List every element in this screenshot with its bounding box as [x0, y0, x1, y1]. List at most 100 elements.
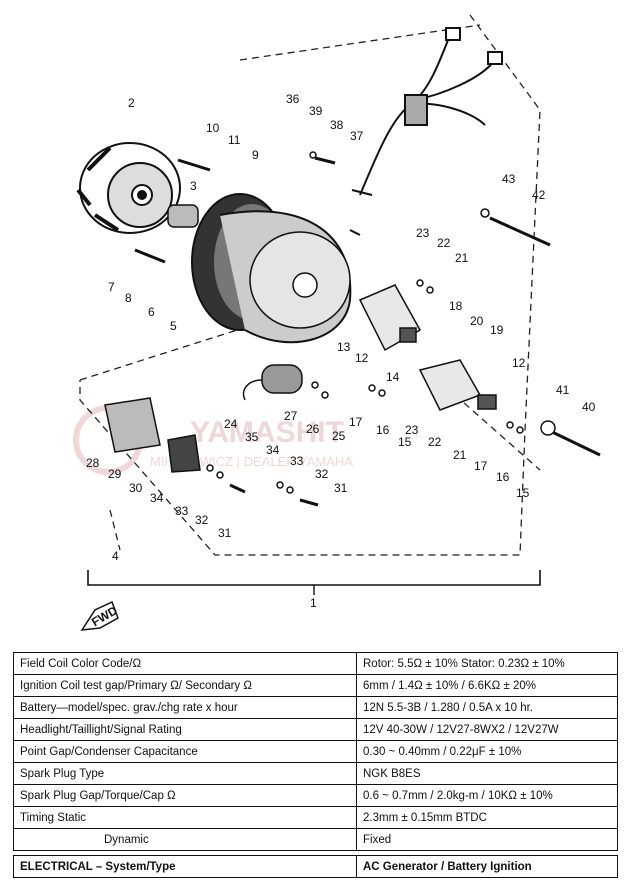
part-number-label: 38 — [330, 118, 344, 132]
part-number-label: 23 — [416, 226, 430, 240]
part-number-label: 22 — [428, 435, 442, 449]
spec-value: NGK B8ES — [356, 762, 618, 785]
part-number-label: 30 — [129, 481, 143, 495]
part-number-label: 17 — [349, 415, 363, 429]
part-number-label: 10 — [206, 121, 220, 135]
part-number-label: 39 — [309, 104, 323, 118]
part-number-label: 40 — [582, 400, 596, 414]
part-number-label: 2 — [128, 96, 135, 110]
part-number-label: 19 — [490, 323, 504, 337]
part-number-label: 12 — [512, 356, 526, 370]
part-number-label: 29 — [108, 467, 122, 481]
spec-label: Field Coil Color Code/Ω — [13, 652, 357, 675]
part-number-label: 32 — [195, 513, 209, 527]
part-number-label: 26 — [306, 422, 320, 436]
part-number-label: 35 — [245, 430, 259, 444]
part-number-label: 37 — [350, 129, 364, 143]
governor-parts — [104, 397, 201, 473]
part-number-label: 5 — [170, 319, 177, 333]
rotor-housing — [76, 142, 181, 234]
wiring-harness — [349, 27, 503, 236]
table-row: Point Gap/Condenser Capacitance 0.30 ~ 0… — [13, 740, 618, 763]
spec-label: Dynamic — [13, 828, 357, 851]
part-number-label: 9 — [252, 148, 259, 162]
part-number-label: 22 — [437, 236, 451, 250]
table-row: Battery—model/spec. grav./chg rate x hou… — [13, 696, 618, 719]
part-number-label: 34 — [266, 443, 280, 457]
part-number-label: 36 — [286, 92, 300, 106]
part-callouts: 1 2 3 4 5 6 7 8 9 10 11 12 12 13 14 15 1… — [86, 92, 596, 610]
part-number-label: 27 — [284, 409, 298, 423]
part-number-label: 11 — [228, 133, 241, 147]
part-number-label: 15 — [398, 435, 412, 449]
part-number-label: 18 — [449, 299, 463, 313]
part-number-label: 28 — [86, 456, 100, 470]
part-number-label: 23 — [405, 423, 419, 437]
part-number-label: 16 — [376, 423, 390, 437]
stator-assembly — [191, 193, 352, 344]
part-number-label: 24 — [224, 417, 238, 431]
part-number-label: 17 — [474, 459, 488, 473]
spec-label: Spark Plug Type — [13, 762, 357, 785]
spec-value: 12V 40-30W / 12V27-8WX2 / 12V27W — [356, 718, 618, 741]
table-row: Spark Plug Gap/Torque/Cap Ω 0.6 ~ 0.7mm … — [13, 784, 618, 807]
condenser — [242, 364, 303, 401]
bracket-line — [87, 570, 541, 586]
spec-label: Spark Plug Gap/Torque/Cap Ω — [13, 784, 357, 807]
spec-value: 12N 5.5-3B / 1.280 / 0.5A x 10 hr. — [356, 696, 618, 719]
system-label: ELECTRICAL – System/Type — [13, 855, 357, 878]
part-number-label: 31 — [218, 526, 232, 540]
part-number-label: 16 — [496, 470, 510, 484]
svg-text:YAMASHIT: YAMASHIT — [190, 416, 344, 449]
spec-label: Point Gap/Condenser Capacitance — [13, 740, 357, 763]
part-number-label: 1 — [310, 596, 317, 610]
spec-value: 6mm / 1.4Ω ± 10% / 6.6KΩ ± 20% — [356, 674, 618, 697]
spec-label: Timing Static — [13, 806, 357, 829]
fwd-arrow-icon: FWD — [80, 600, 120, 631]
spec-value: 0.30 ~ 0.40mm / 0.22μF ± 10% — [356, 740, 618, 763]
part-number-label: 6 — [148, 305, 155, 319]
spec-value: 2.3mm ± 0.15mm BTDC — [356, 806, 618, 829]
table-row: Dynamic Fixed — [13, 828, 618, 851]
part-number-label: 12 — [355, 351, 369, 365]
table-row: Headlight/Taillight/Signal Rating 12V 40… — [13, 718, 618, 741]
part-number-label: 7 — [108, 280, 115, 294]
part-number-label: 14 — [386, 370, 400, 384]
part-number-label: 34 — [150, 491, 164, 505]
exploded-parts-diagram: YAMASHIT MIHALOWICZ | DEALER YAMAHA — [73, 14, 601, 631]
system-value: AC Generator / Battery Ignition — [356, 855, 618, 878]
table-row: Field Coil Color Code/Ω Rotor: 5.5Ω ± 10… — [13, 652, 618, 675]
spec-label: Battery—model/spec. grav./chg rate x hou… — [13, 696, 357, 719]
part-number-label: 33 — [175, 504, 189, 518]
part-number-label: 31 — [334, 481, 348, 495]
washers — [206, 151, 556, 494]
breaker-plates — [358, 284, 497, 411]
part-number-label: 8 — [125, 291, 132, 305]
svg-text:MIHALOWICZ | DEALER YAMAHA: MIHALOWICZ | DEALER YAMAHA — [150, 454, 353, 469]
spec-label: Headlight/Taillight/Signal Rating — [13, 718, 357, 741]
part-number-label: 4 — [112, 549, 119, 563]
part-number-label: 21 — [453, 448, 467, 462]
part-number-label: 20 — [470, 314, 484, 328]
watermark: YAMASHIT MIHALOWICZ | DEALER YAMAHA — [73, 405, 353, 475]
bolts — [134, 156, 601, 507]
part-number-label: 25 — [332, 429, 346, 443]
part-number-label: 43 — [502, 172, 516, 186]
part-number-label: 32 — [315, 467, 329, 481]
part-number-label: 42 — [532, 188, 546, 202]
spec-value: Rotor: 5.5Ω ± 10% Stator: 0.23Ω ± 10% — [356, 652, 618, 675]
part-number-label: 21 — [455, 251, 469, 265]
part-number-label: 33 — [290, 454, 304, 468]
part-number-label: 41 — [556, 383, 570, 397]
table-row: Ignition Coil test gap/Primary Ω/ Second… — [13, 674, 618, 697]
system-row: ELECTRICAL – System/Type AC Generator / … — [13, 855, 618, 878]
electrical-spec-table: Field Coil Color Code/Ω Rotor: 5.5Ω ± 10… — [13, 652, 618, 878]
table-row: Spark Plug Type NGK B8ES — [13, 762, 618, 785]
part-number-label: 15 — [516, 486, 530, 500]
part-number-label: 3 — [190, 179, 197, 193]
table-row: Timing Static 2.3mm ± 0.15mm BTDC — [13, 806, 618, 829]
part-number-label: 13 — [337, 340, 351, 354]
spec-value: 0.6 ~ 0.7mm / 2.0kg-m / 10KΩ ± 10% — [356, 784, 618, 807]
spec-label: Ignition Coil test gap/Primary Ω/ Second… — [13, 674, 357, 697]
spec-value: Fixed — [356, 828, 618, 851]
